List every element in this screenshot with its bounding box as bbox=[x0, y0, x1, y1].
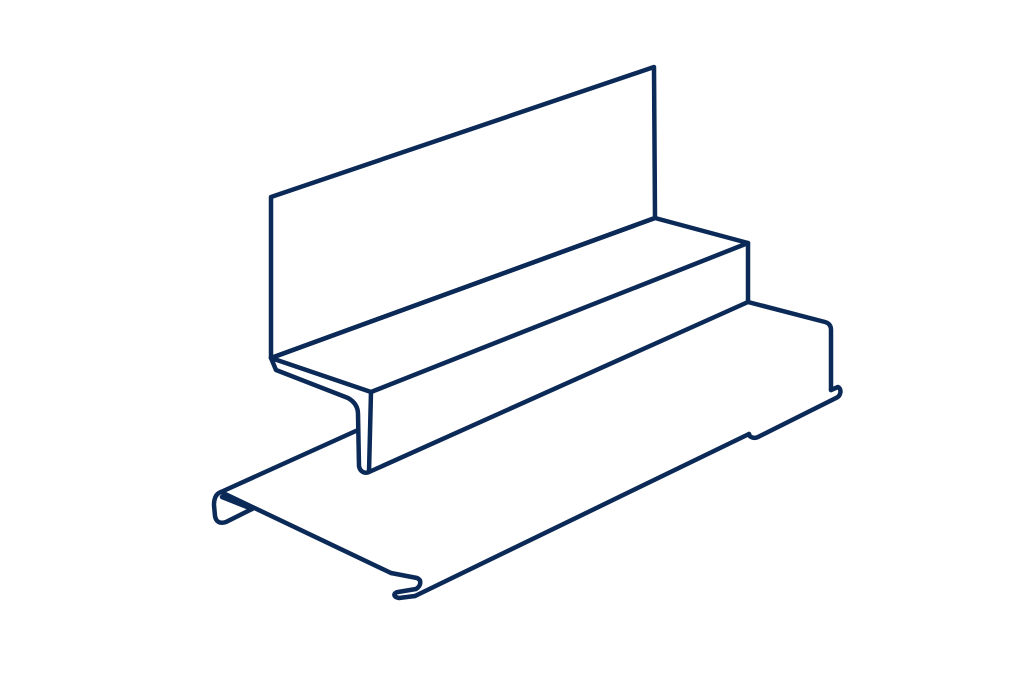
middle-step-tread bbox=[745, 299, 834, 393]
front-rolled-edge bbox=[388, 570, 423, 601]
bottom-sheet-top bbox=[218, 427, 394, 576]
right-return-lip bbox=[746, 384, 843, 441]
top-step-fold bbox=[268, 355, 372, 475]
top-step-riser bbox=[366, 240, 751, 475]
back-wall bbox=[268, 64, 658, 361]
left-rolled-edge bbox=[211, 489, 255, 525]
profile-outline bbox=[211, 64, 843, 601]
top-step-tread bbox=[268, 215, 751, 395]
left-fold-inner bbox=[219, 494, 255, 512]
bottom-sheet-front bbox=[412, 431, 752, 599]
